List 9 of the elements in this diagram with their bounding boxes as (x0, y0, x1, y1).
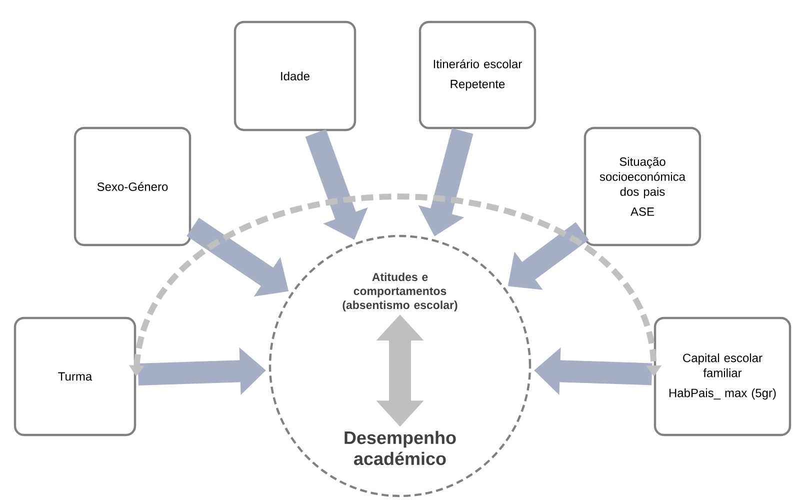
factor-box: Sexo-Género (74, 126, 192, 246)
factor-box: Capital escolar familiar HabPais_ max (5gr) (654, 316, 792, 436)
factor-box: Idade (234, 20, 356, 132)
factor-box: Itinerário escolar Repetente (418, 20, 536, 130)
factor-box: Turma (14, 316, 136, 436)
circle-text: Atitudes e comportamentos (absentismo escolar) (342, 272, 458, 312)
circle-text: Desempenho académico (344, 430, 456, 466)
dashed-circle (268, 234, 532, 498)
factor-box: Situação socioeconómica dos pais ASE (584, 126, 702, 246)
